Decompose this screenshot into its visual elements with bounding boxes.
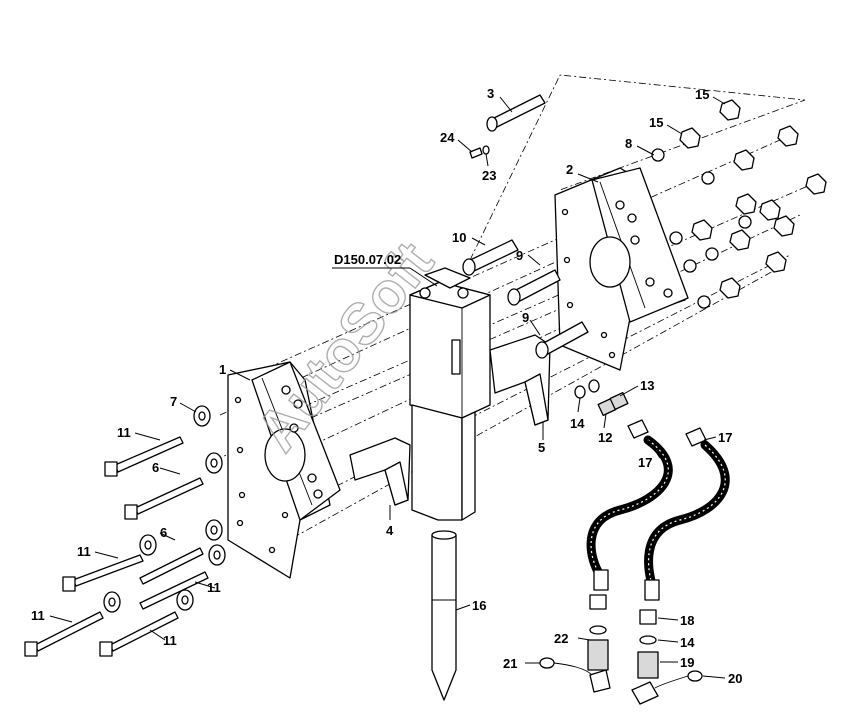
screw-24-washer-23 xyxy=(469,145,490,159)
callout-17-a: 17 xyxy=(638,455,652,470)
bracket-4 xyxy=(349,437,411,506)
callout-24: 24 xyxy=(440,130,455,145)
callout-6-b: 6 xyxy=(160,525,167,540)
callout-17-b: 17 xyxy=(718,430,732,445)
callout-2: 2 xyxy=(566,162,573,177)
callout-9-lower: 9 xyxy=(522,310,529,325)
callout-11-d: 11 xyxy=(31,608,45,623)
callout-5: 5 xyxy=(538,440,545,455)
callout-10: 10 xyxy=(452,230,466,245)
callout-12: 12 xyxy=(598,430,612,445)
callout-20: 20 xyxy=(728,671,742,686)
breaker-body xyxy=(409,267,491,521)
callout-18: 18 xyxy=(680,613,694,628)
assembly-reference-label: D150.07.02 xyxy=(334,252,401,267)
callout-16: 16 xyxy=(472,598,486,613)
fittings-12-13-14 xyxy=(574,379,629,417)
callout-labels: 3 15 15 8 24 23 2 10 9 9 1 7 11 6 6 11 1… xyxy=(31,86,742,686)
callout-11-a: 11 xyxy=(117,425,131,440)
callout-21: 21 xyxy=(503,656,517,671)
callout-14-a: 14 xyxy=(570,416,585,431)
callout-8: 8 xyxy=(625,136,632,151)
callout-11-e: 11 xyxy=(163,633,177,648)
callout-15: 15 xyxy=(649,115,663,130)
chisel xyxy=(431,530,457,701)
hydraulic-hoses xyxy=(586,419,730,601)
callout-11-c: 11 xyxy=(207,580,221,595)
bolts-left xyxy=(24,436,209,657)
callout-7: 7 xyxy=(170,394,177,409)
callout-13: 13 xyxy=(640,378,654,393)
callout-4: 4 xyxy=(386,523,394,538)
washers-left xyxy=(103,405,226,613)
nuts-right xyxy=(651,99,827,309)
callout-19: 19 xyxy=(680,655,694,670)
side-plate-left xyxy=(227,361,341,579)
pins xyxy=(462,94,589,359)
callout-23: 23 xyxy=(482,168,496,183)
callout-15-top: 15 xyxy=(695,87,709,102)
callout-22: 22 xyxy=(554,631,568,646)
side-plate-right xyxy=(554,167,689,371)
callout-3: 3 xyxy=(487,86,494,101)
bracket-5 xyxy=(489,334,551,426)
callout-9-upper: 9 xyxy=(516,248,523,263)
callout-14-b: 14 xyxy=(680,635,695,650)
callout-6-a: 6 xyxy=(152,460,159,475)
quick-couplers xyxy=(539,594,703,705)
callout-1: 1 xyxy=(219,362,226,377)
callout-11-b: 11 xyxy=(77,544,91,559)
